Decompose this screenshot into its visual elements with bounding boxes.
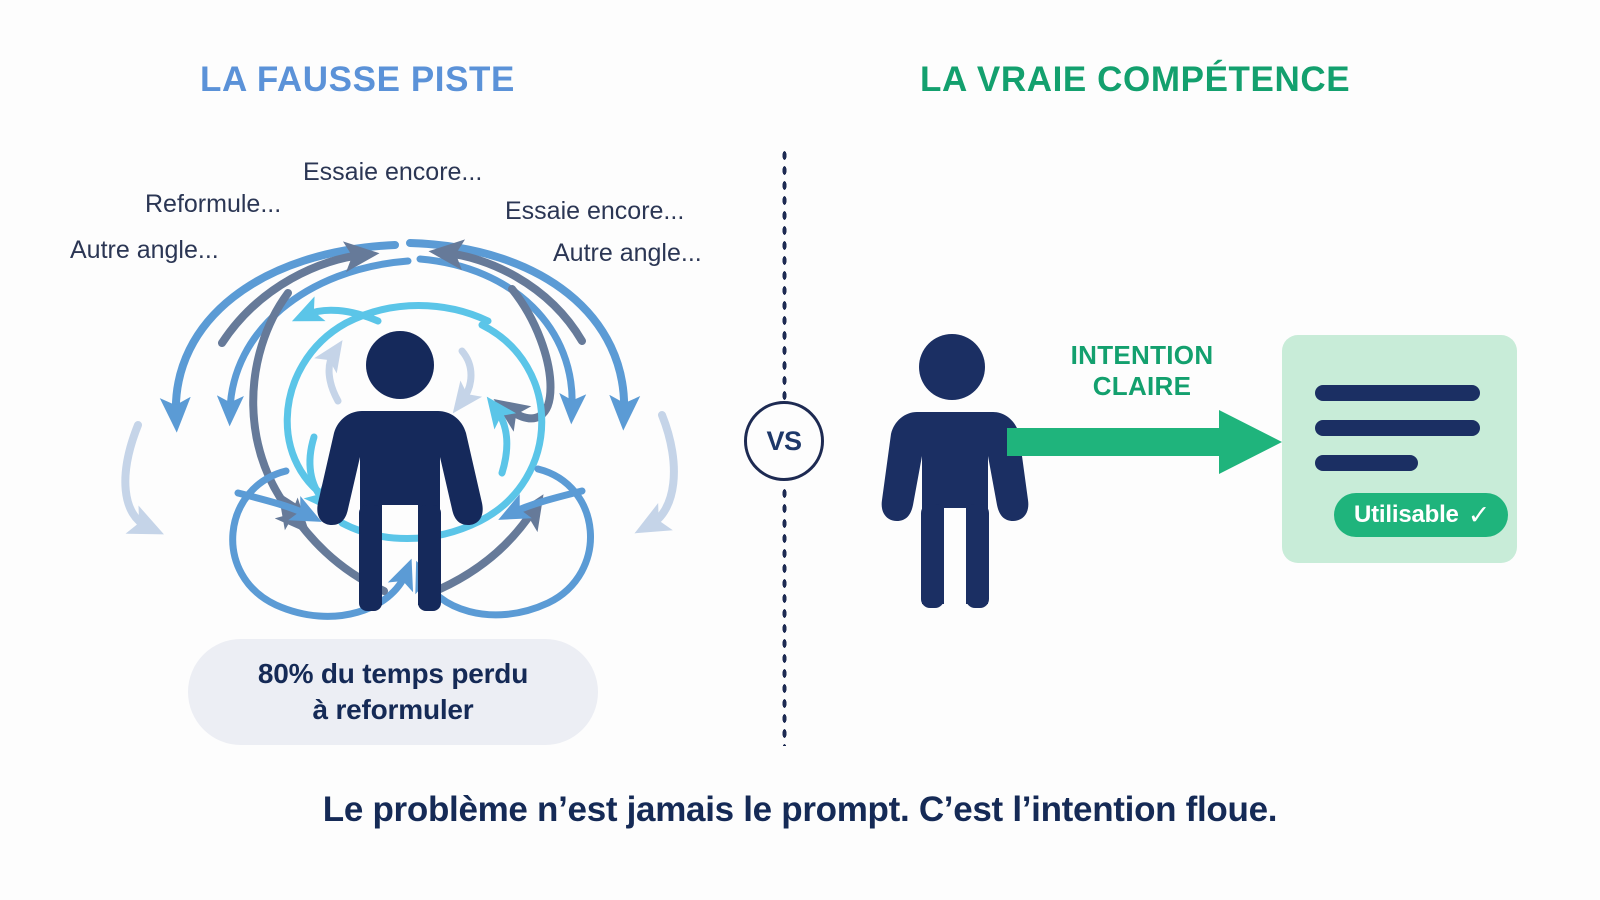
chaos-arrows-svg [121, 239, 678, 620]
vs-badge: VS [744, 401, 824, 481]
check-icon: ✓ [1467, 499, 1491, 530]
intent-label: INTENTION CLAIRE [1022, 340, 1262, 402]
card-text-line-1 [1315, 385, 1480, 401]
divider-dotted-bottom [781, 486, 788, 746]
vs-label: VS [766, 425, 802, 456]
stat-line-1: 80% du temps perdu [257, 658, 529, 690]
usable-label: Utilisable [1354, 501, 1459, 528]
usable-badge: Utilisable ✓ [1334, 493, 1509, 537]
stat-badge: 80% du temps perdu à reformuler [188, 639, 598, 745]
card-text-line-2 [1315, 420, 1480, 436]
right-column-title: LA VRAIE COMPÉTENCE [920, 60, 1351, 99]
chaos-label-reformule: Reformule... [145, 190, 282, 218]
footer-caption: Le problème n’est jamais le prompt. C’es… [322, 790, 1278, 829]
divider-dotted-top [781, 148, 788, 400]
intent-line-2: CLAIRE [1092, 371, 1192, 402]
chaos-label-essaie-encore-top: Essaie encore... [303, 158, 483, 186]
clear-person-figure [880, 332, 1030, 622]
arrow-right-icon [1007, 410, 1282, 474]
stat-line-2: à reformuler [312, 694, 474, 725]
left-column-title: LA FAUSSE PISTE [200, 60, 515, 99]
card-text-line-3 [1315, 455, 1418, 471]
chaos-illustration [110, 225, 690, 635]
confused-person-figure [317, 331, 483, 611]
intent-arrow [1007, 410, 1282, 474]
chaos-label-autre-angle-left: Autre angle... [70, 236, 219, 264]
chaos-label-autre-angle-right: Autre angle... [553, 239, 702, 267]
intent-line-1: INTENTION [1070, 340, 1214, 370]
chaos-label-essaie-encore-right: Essaie encore... [505, 197, 685, 225]
person-icon [881, 334, 1029, 608]
